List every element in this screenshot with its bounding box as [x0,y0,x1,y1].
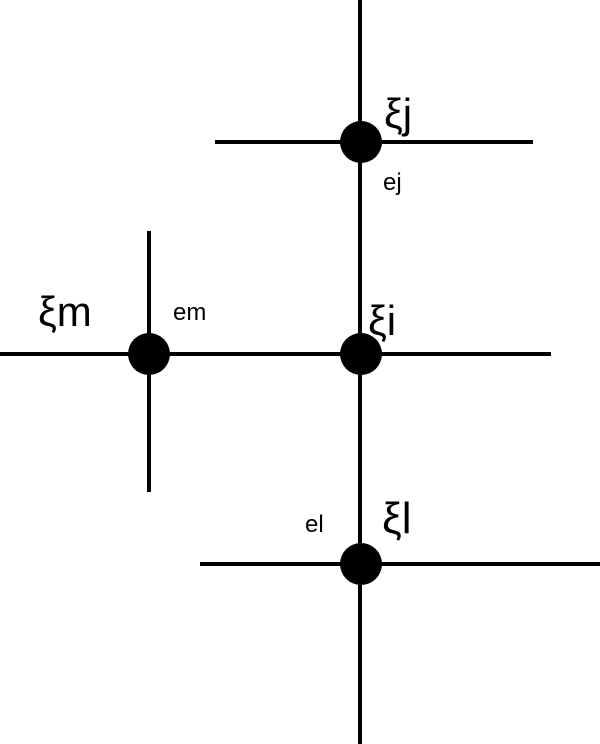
node-l [340,543,382,585]
node-j [340,121,382,163]
edge-j-label: ej [383,169,402,196]
edge-m-label: em [173,299,206,326]
node-i [340,333,382,375]
node-i-label: ξi [368,297,396,344]
node-j-label: ξj [384,90,412,137]
node-m-label: ξm [38,288,92,335]
edge-l-label: el [305,511,324,538]
node-l-label: ξl [382,494,411,543]
node-m [128,333,170,375]
